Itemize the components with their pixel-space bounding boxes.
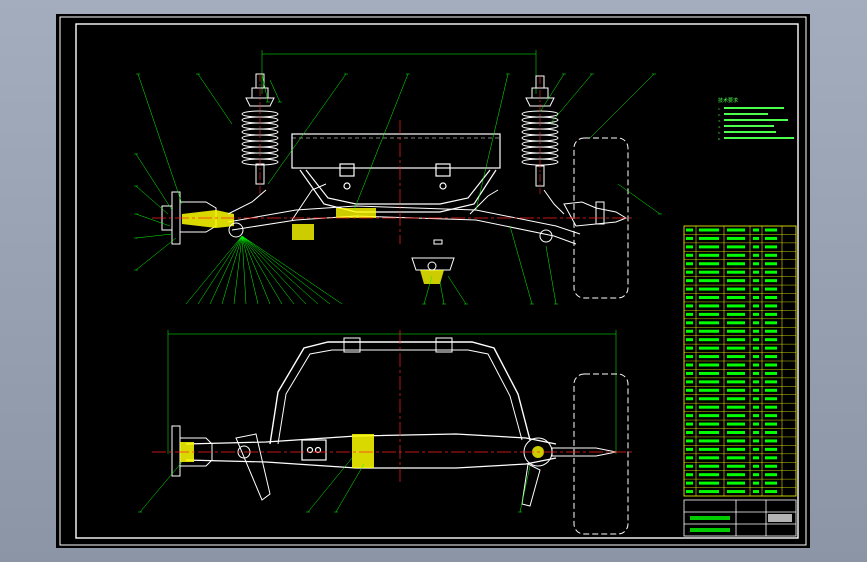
callout-line	[539, 73, 565, 113]
svg-text:2.: 2.	[718, 113, 721, 117]
callout-line	[439, 281, 445, 305]
subframe-box	[291, 133, 501, 213]
callout-line	[241, 235, 295, 305]
callout-line	[137, 73, 183, 205]
callout-line	[185, 235, 243, 305]
callout-line	[241, 235, 343, 305]
notes-title: 技术要求	[718, 97, 738, 104]
right-hub-knuckle	[539, 189, 628, 243]
callout-line	[447, 275, 467, 305]
callout-line	[241, 235, 307, 305]
callout-line	[509, 225, 533, 305]
callout-line	[549, 73, 593, 125]
callout-line	[269, 79, 281, 103]
technical-notes: 技术要求 1. 2. 3. 4. 5. 6.	[718, 97, 794, 141]
callout-line	[197, 235, 243, 305]
callout-line	[353, 73, 409, 211]
right-coil-spring	[521, 75, 559, 194]
callout-line	[135, 185, 169, 215]
callout-line	[135, 237, 177, 271]
left-hub-top	[171, 425, 271, 501]
svg-text:1.: 1.	[718, 107, 721, 111]
callout-line	[209, 235, 243, 305]
section-detail	[411, 239, 455, 284]
drawing-canvas: 技术要求 1. 2. 3. 4. 5. 6.	[59, 16, 807, 546]
callout-line	[423, 275, 433, 305]
svg-text:5.: 5.	[718, 131, 721, 135]
callout-line	[261, 73, 269, 103]
callout-line	[135, 213, 171, 227]
left-coil-spring	[241, 73, 279, 194]
callout-line	[545, 245, 557, 305]
outer-frame	[59, 16, 807, 546]
callout-line	[135, 233, 173, 239]
callout-line	[519, 465, 531, 513]
callout-line	[241, 235, 247, 305]
callout-line	[221, 235, 243, 305]
top-tire-outline	[573, 373, 629, 535]
axle-beam	[185, 433, 557, 469]
callout-line	[617, 183, 661, 215]
callout-line	[241, 235, 259, 305]
svg-text:6.: 6.	[718, 137, 721, 141]
right-hub-top	[521, 437, 617, 507]
inner-frame	[75, 23, 799, 539]
callout-line	[241, 235, 319, 305]
callout-line	[267, 73, 347, 185]
front-view[interactable]	[152, 50, 632, 299]
left-hub-knuckle	[161, 189, 267, 245]
callout-line	[197, 73, 233, 125]
callout-line	[233, 235, 243, 305]
top-view[interactable]	[152, 330, 632, 535]
title-block	[683, 499, 797, 537]
callout-line	[241, 235, 271, 305]
callout-line	[589, 73, 655, 139]
drawing-sheet[interactable]: 技术要求 1. 2. 3. 4. 5. 6.	[56, 14, 810, 548]
svg-text:4.: 4.	[718, 125, 721, 129]
callout-line	[475, 73, 509, 211]
callout-line	[307, 457, 353, 513]
callout-line	[335, 463, 365, 513]
svg-text:3.: 3.	[718, 119, 721, 123]
callout-leaders	[134, 73, 662, 513]
callout-line	[139, 461, 183, 513]
callout-line	[135, 153, 173, 211]
callout-line	[241, 235, 283, 305]
callout-line	[241, 235, 331, 305]
parts-list-table	[683, 225, 797, 497]
lower-control-arm	[227, 183, 581, 245]
